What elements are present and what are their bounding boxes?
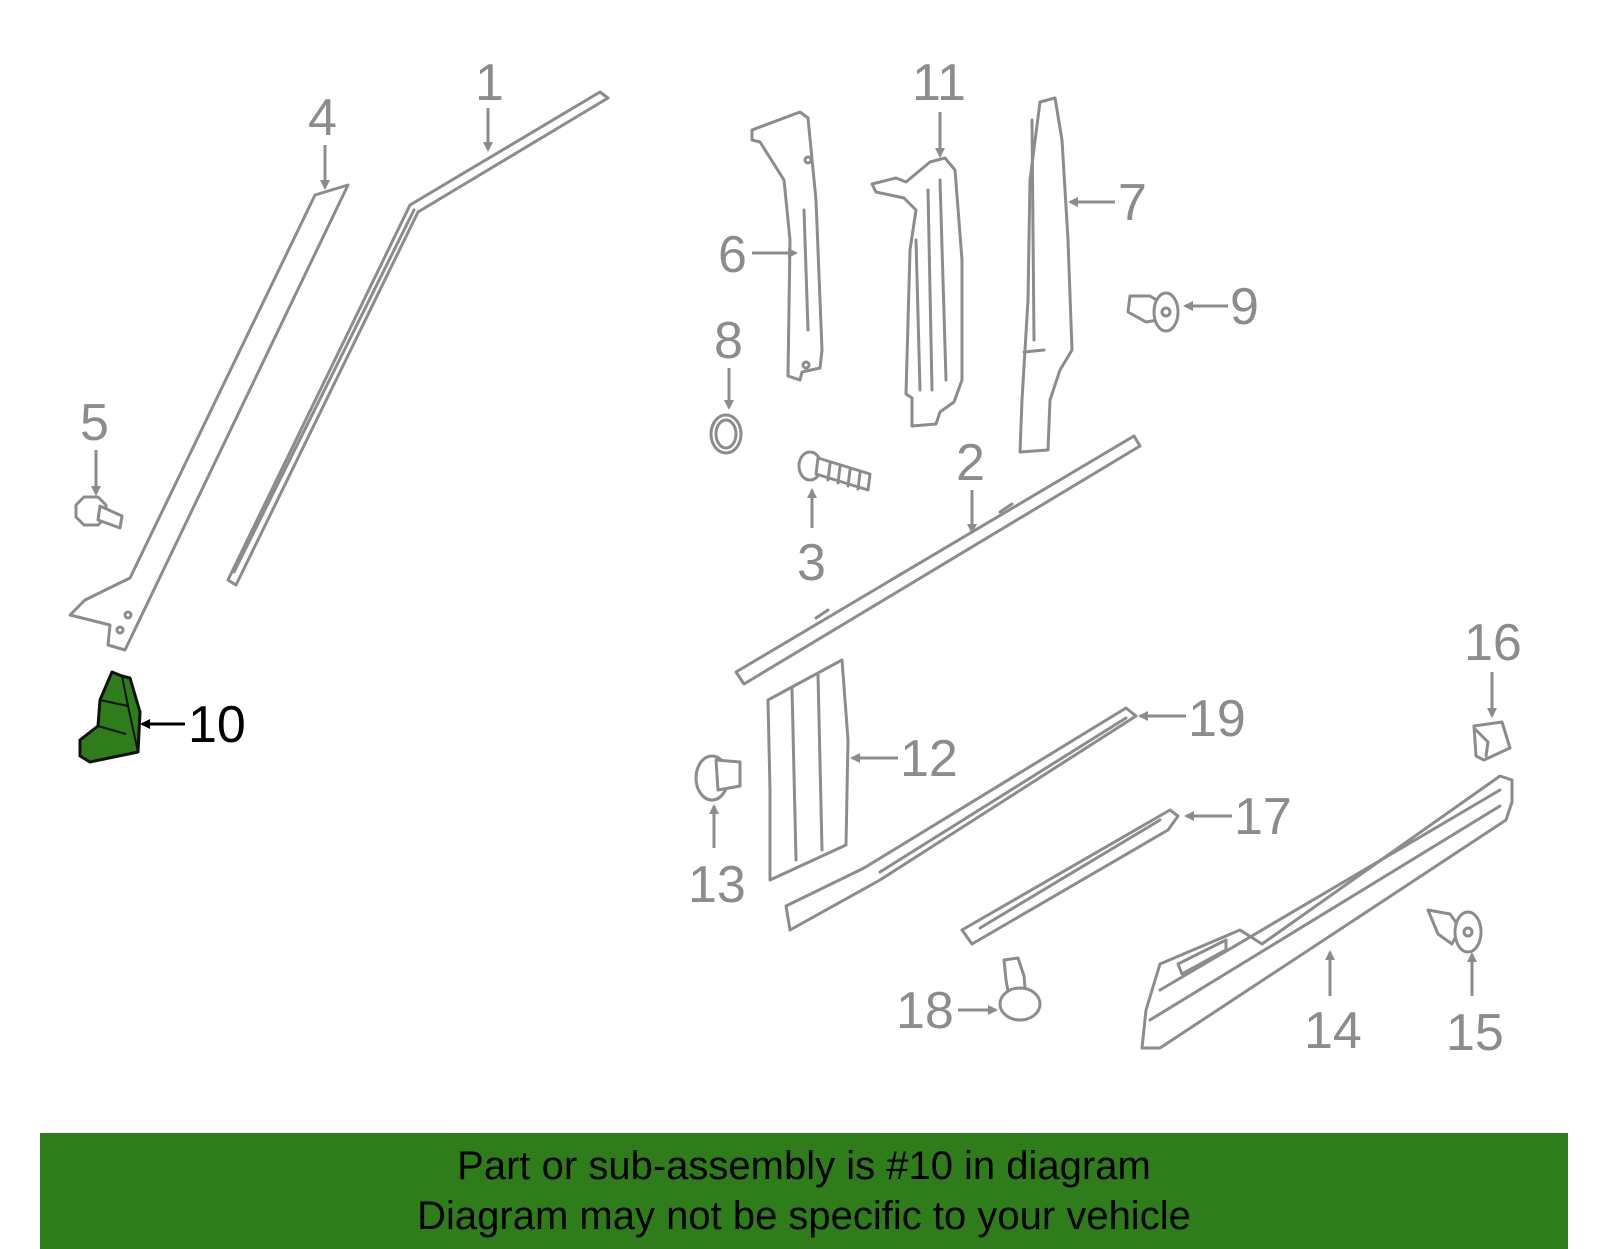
callout-3: 3	[797, 488, 826, 592]
callout-6-label: 6	[718, 226, 747, 284]
callout-1: 1	[475, 54, 504, 152]
part-11-pillar-inner	[870, 156, 964, 428]
callout-13-label: 13	[688, 856, 746, 914]
part-18-pin	[998, 956, 1042, 1022]
callout-10: 10	[140, 696, 246, 754]
callout-14-label: 14	[1304, 1002, 1362, 1060]
callout-12-label: 12	[900, 730, 958, 788]
callout-8: 8	[714, 312, 743, 410]
part-5-bolt	[74, 495, 124, 530]
callout-15: 15	[1446, 952, 1504, 1062]
callout-13: 13	[688, 804, 746, 914]
callout-5: 5	[80, 394, 109, 496]
part-9-clip	[1126, 291, 1180, 333]
callout-18-label: 18	[896, 982, 954, 1040]
callout-1-label: 1	[475, 54, 504, 112]
callout-11-label: 11	[912, 54, 966, 112]
callout-2: 2	[956, 434, 985, 534]
callout-19: 19	[1138, 690, 1246, 748]
callout-16-label: 16	[1464, 614, 1522, 672]
callout-7-label: 7	[1118, 174, 1147, 232]
part-12-panel	[766, 658, 850, 882]
callout-17-label: 17	[1234, 788, 1292, 846]
callout-14: 14	[1304, 950, 1362, 1060]
callout-10-label: 10	[188, 696, 246, 754]
callout-4: 4	[308, 89, 337, 190]
part-14-rocker	[1140, 774, 1514, 1050]
banner-line-part: Part or sub-assembly is #10 in diagram	[457, 1144, 1151, 1188]
part-19-molding	[784, 706, 1138, 932]
part-3-screw	[797, 450, 872, 492]
callout-9: 9	[1183, 278, 1259, 336]
callout-6: 6	[718, 226, 798, 284]
callout-4-label: 4	[308, 89, 337, 147]
callout-8-label: 8	[714, 312, 743, 370]
part-13-cap	[694, 754, 742, 802]
part-4-pillar-trim	[68, 183, 350, 652]
callout-18: 18	[896, 982, 998, 1040]
info-banner: Part or sub-assembly is #10 in diagram D…	[40, 1133, 1568, 1249]
part-8-grommet	[709, 413, 743, 455]
callout-19-label: 19	[1188, 690, 1246, 748]
parts-diagram: 1 4 5 10 6	[68, 54, 1522, 1062]
callout-17: 17	[1184, 788, 1292, 846]
part-15-clip	[1426, 908, 1483, 954]
callout-2-label: 2	[956, 434, 985, 492]
callout-12: 12	[850, 730, 958, 788]
callout-11: 11	[912, 54, 966, 158]
callout-15-label: 15	[1446, 1004, 1504, 1062]
callout-3-label: 3	[797, 534, 826, 592]
part-6-pillar-trim	[750, 110, 824, 382]
callout-9-label: 9	[1230, 278, 1259, 336]
callout-7: 7	[1068, 174, 1147, 232]
callout-16: 16	[1464, 614, 1522, 718]
part-17-strip	[960, 808, 1180, 946]
part-1-molding	[226, 90, 610, 587]
part-2-molding	[734, 434, 1142, 686]
part-10-highlighted	[78, 670, 142, 764]
part-7-pillar-outer	[1018, 96, 1074, 454]
banner-line-disclaimer: Diagram may not be specific to your vehi…	[417, 1194, 1191, 1238]
callout-5-label: 5	[80, 394, 109, 452]
part-16-clip	[1472, 720, 1512, 762]
